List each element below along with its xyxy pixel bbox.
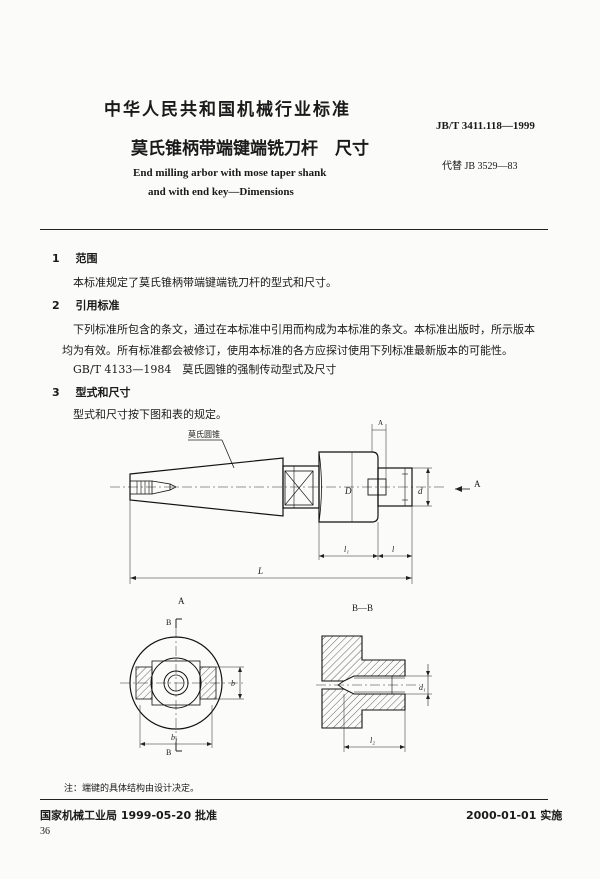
- dim-b-label: b: [231, 679, 235, 688]
- dim-l2-label: l₂: [370, 736, 375, 745]
- dim-d-label: d: [418, 486, 423, 496]
- section-mark-B-lower: B: [166, 748, 171, 757]
- view-A-title: A: [178, 596, 185, 606]
- dim-l1-label: l₁: [344, 545, 349, 554]
- standard-number: JB/T 3411.118—1999: [436, 120, 535, 132]
- dim-A-top-label: A: [378, 419, 383, 427]
- section-1-heading: 1 范围: [52, 250, 98, 266]
- footer-rule: [40, 799, 548, 800]
- english-title-line-2: and with end key—Dimensions: [148, 186, 294, 198]
- industry-standard-heading: 中华人民共和国机械行业标准: [104, 100, 351, 120]
- view-arrow-A-label: A: [474, 479, 481, 489]
- section-number: 1: [52, 252, 60, 265]
- section-title: 范围: [75, 252, 98, 265]
- section-mark-B-upper: B: [166, 618, 171, 627]
- section-2-body-line-2: 均为有效。所有标准都会被修订，使用本标准的各方应探讨使用下列标准最新版本的可能性…: [62, 344, 513, 357]
- dim-b1-label: b₁: [171, 733, 178, 742]
- dim-d1-label: d₁: [419, 683, 426, 692]
- section-1-body: 本标准规定了莫氏锥柄带端键端铣刀杆的型式和尺寸。: [73, 276, 337, 289]
- taper-label: 莫氏圆锥: [188, 429, 220, 439]
- figure-note: 注：端键的具体结构由设计决定。: [64, 784, 200, 794]
- effective-date: 2000-01-01 实施: [466, 809, 563, 822]
- dim-L-label: L: [257, 566, 263, 576]
- document-title: 莫氏锥柄带端键端铣刀杆 尺寸: [131, 139, 369, 159]
- pilot: [377, 467, 413, 507]
- collar: [318, 451, 379, 523]
- section-3-heading: 3 型式和尺寸: [52, 384, 131, 400]
- section-title: 引用标准: [75, 299, 120, 312]
- approval-line: 国家机械工业局 1999-05-20 批准: [40, 809, 218, 822]
- dim-l-label: l: [392, 545, 395, 554]
- page-number: 36: [40, 826, 50, 837]
- dim-D-label: D: [344, 486, 352, 496]
- section-number: 2: [52, 299, 60, 312]
- section-2-body-line-1: 下列标准所包含的条文，通过在本标准中引用而构成为本标准的条文。本标准出版时，所示…: [73, 323, 535, 336]
- section-number: 3: [52, 386, 60, 399]
- section-2-heading: 2 引用标准: [52, 297, 120, 313]
- header-rule: [40, 229, 548, 230]
- view-BB-title: B—B: [352, 603, 373, 613]
- arbor-side-view-drawing: 莫氏圆锥 D d A A l₁ l: [110, 419, 481, 584]
- section-2-reference: GB/T 4133—1984 莫氏圆锥的强制传动型式及尺寸: [73, 363, 337, 376]
- english-title-line-1: End milling arbor with mose taper shank: [133, 167, 327, 179]
- replaces-note: 代替 JB 3529—83: [442, 161, 518, 172]
- section-title: 型式和尺寸: [75, 386, 131, 399]
- section-3-body: 型式和尺寸按下图和表的规定。: [73, 408, 227, 421]
